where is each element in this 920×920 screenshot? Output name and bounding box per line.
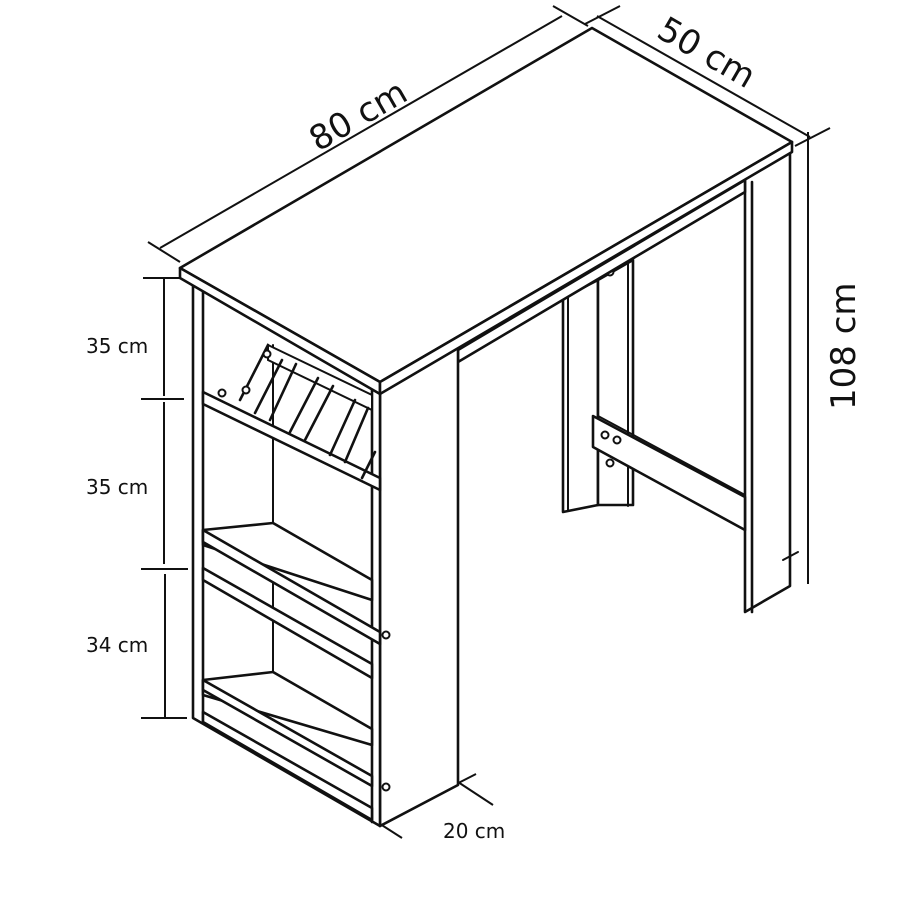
shelf-middle <box>201 521 382 680</box>
wine-rack <box>201 343 382 492</box>
compartment-dimension-line <box>141 277 188 719</box>
stretcher-bar <box>591 414 747 532</box>
screw-hole <box>381 782 391 792</box>
shelf-bottom <box>201 670 374 822</box>
right-leg-panel <box>743 150 799 614</box>
screw-hole <box>381 630 391 640</box>
height-label: 108 cm <box>824 282 864 410</box>
compartment-bottom-label: 34 cm <box>86 633 148 657</box>
width-dimension-line <box>147 5 589 263</box>
shelf-depth-label: 20 cm <box>443 819 505 843</box>
depth-dimension-line <box>584 5 831 147</box>
compartment-middle-label: 35 cm <box>86 475 148 499</box>
tabletop <box>178 26 794 396</box>
cabinet-side-panel <box>378 343 460 828</box>
center-leg-panel <box>561 258 635 514</box>
compartment-top-label: 35 cm <box>86 334 148 358</box>
